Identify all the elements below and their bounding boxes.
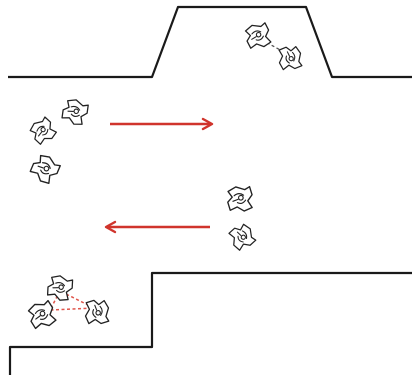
- molecule: [27, 115, 59, 147]
- free-molecules-right: [225, 184, 257, 252]
- molecule: [28, 152, 62, 186]
- molecule-pair-on-terrace: [243, 21, 304, 72]
- molecule: [60, 97, 89, 126]
- molecule: [226, 221, 258, 253]
- molecule: [276, 44, 304, 72]
- free-molecules-left: [27, 97, 90, 186]
- molecule: [243, 21, 274, 52]
- arrow-right: [110, 119, 212, 129]
- molecule-trimer-on-step: [25, 274, 111, 332]
- arrow-left: [106, 222, 210, 232]
- molecule: [46, 274, 74, 302]
- top-surface-profile: [8, 7, 412, 77]
- molecule: [83, 298, 111, 326]
- molecule: [225, 184, 254, 213]
